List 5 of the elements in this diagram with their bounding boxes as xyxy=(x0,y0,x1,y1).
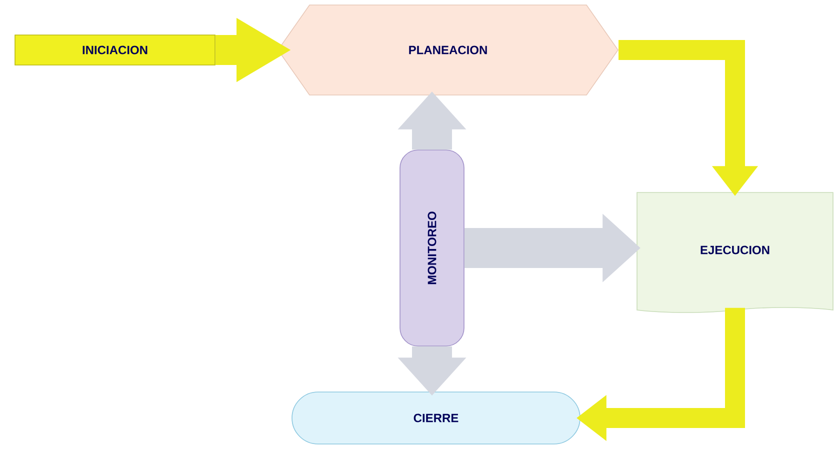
process-hexagon: PLANEACION xyxy=(278,4,618,96)
process-pill: CIERRE xyxy=(292,392,580,444)
arrow-body: INICIACION xyxy=(14,34,216,66)
process-box: MONITOREO xyxy=(400,150,464,346)
process-box: EJECUCION xyxy=(636,192,834,313)
